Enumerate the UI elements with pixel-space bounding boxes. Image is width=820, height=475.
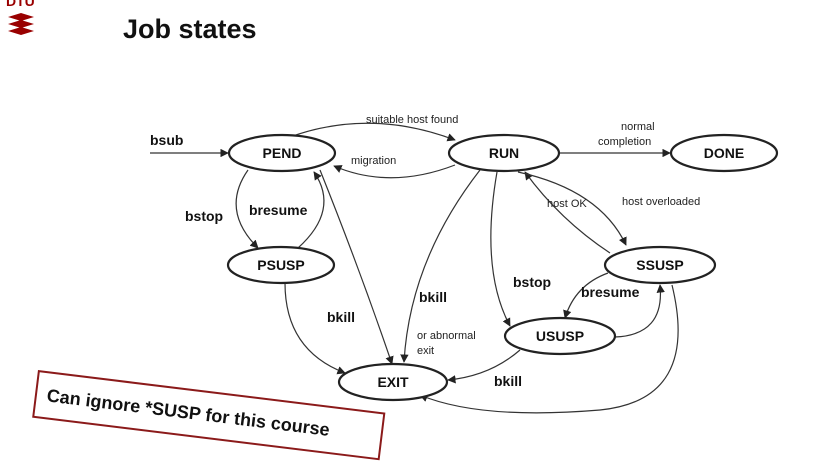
state-ssusp	[603, 245, 717, 285]
label-bresume-left: bresume	[249, 202, 308, 218]
label-suitable-host-found: suitable host found	[366, 114, 458, 126]
edge-pend-psusp	[235, 169, 259, 249]
state-done	[669, 133, 779, 173]
label-bkill-ususp: bkill	[494, 373, 522, 389]
state-run	[447, 133, 561, 173]
label-migration: migration	[351, 155, 396, 167]
label-host-ok: host OK	[547, 198, 587, 210]
logo-mark-icon	[8, 13, 34, 35]
state-pend	[227, 133, 337, 173]
state-ssusp-label: SSUSP	[636, 257, 683, 273]
label-exit-word: exit	[417, 345, 434, 357]
edge-ususp-ssusp	[614, 284, 665, 338]
label-normal: normal	[621, 121, 655, 133]
label-host-overloaded: host overloaded	[622, 196, 700, 208]
label-bsub: bsub	[150, 132, 183, 148]
edge-ssusp-exit	[419, 284, 679, 414]
state-ususp-label: USUSP	[536, 328, 584, 344]
edge-run-pend	[333, 164, 456, 179]
edge-pend-run	[289, 122, 456, 142]
label-bkill-run: bkill	[419, 289, 447, 305]
state-psusp	[226, 245, 336, 285]
state-ususp	[503, 316, 617, 356]
edge-run-ususp	[490, 171, 511, 327]
page-title: Job states	[123, 14, 257, 44]
state-done-label: DONE	[704, 145, 744, 161]
label-bstop-right: bstop	[513, 274, 551, 290]
edge-psusp-pend	[297, 171, 325, 249]
logo-text: DTU	[6, 0, 35, 9]
edge-ssusp-ususp	[563, 272, 609, 319]
edge-ususp-exit	[447, 349, 521, 384]
state-psusp-label: PSUSP	[257, 257, 304, 273]
label-bresume-right: bresume	[581, 284, 640, 300]
state-run-label: RUN	[489, 145, 519, 161]
label-completion: completion	[598, 136, 651, 148]
state-exit-label: EXIT	[377, 374, 409, 390]
state-pend-label: PEND	[263, 145, 302, 161]
label-bstop-left: bstop	[185, 208, 223, 224]
edge-run-exit	[400, 169, 481, 363]
edge-run-ssusp	[517, 171, 627, 246]
state-exit	[337, 362, 449, 402]
edge-pend-exit	[319, 169, 394, 365]
edge-ssusp-run	[524, 171, 611, 254]
label-bkill-psusp: bkill	[327, 309, 355, 325]
edge-psusp-exit	[284, 282, 346, 375]
label-or-abnormal: or abnormal	[417, 330, 476, 342]
dtu-logo: DTU	[6, 0, 36, 42]
